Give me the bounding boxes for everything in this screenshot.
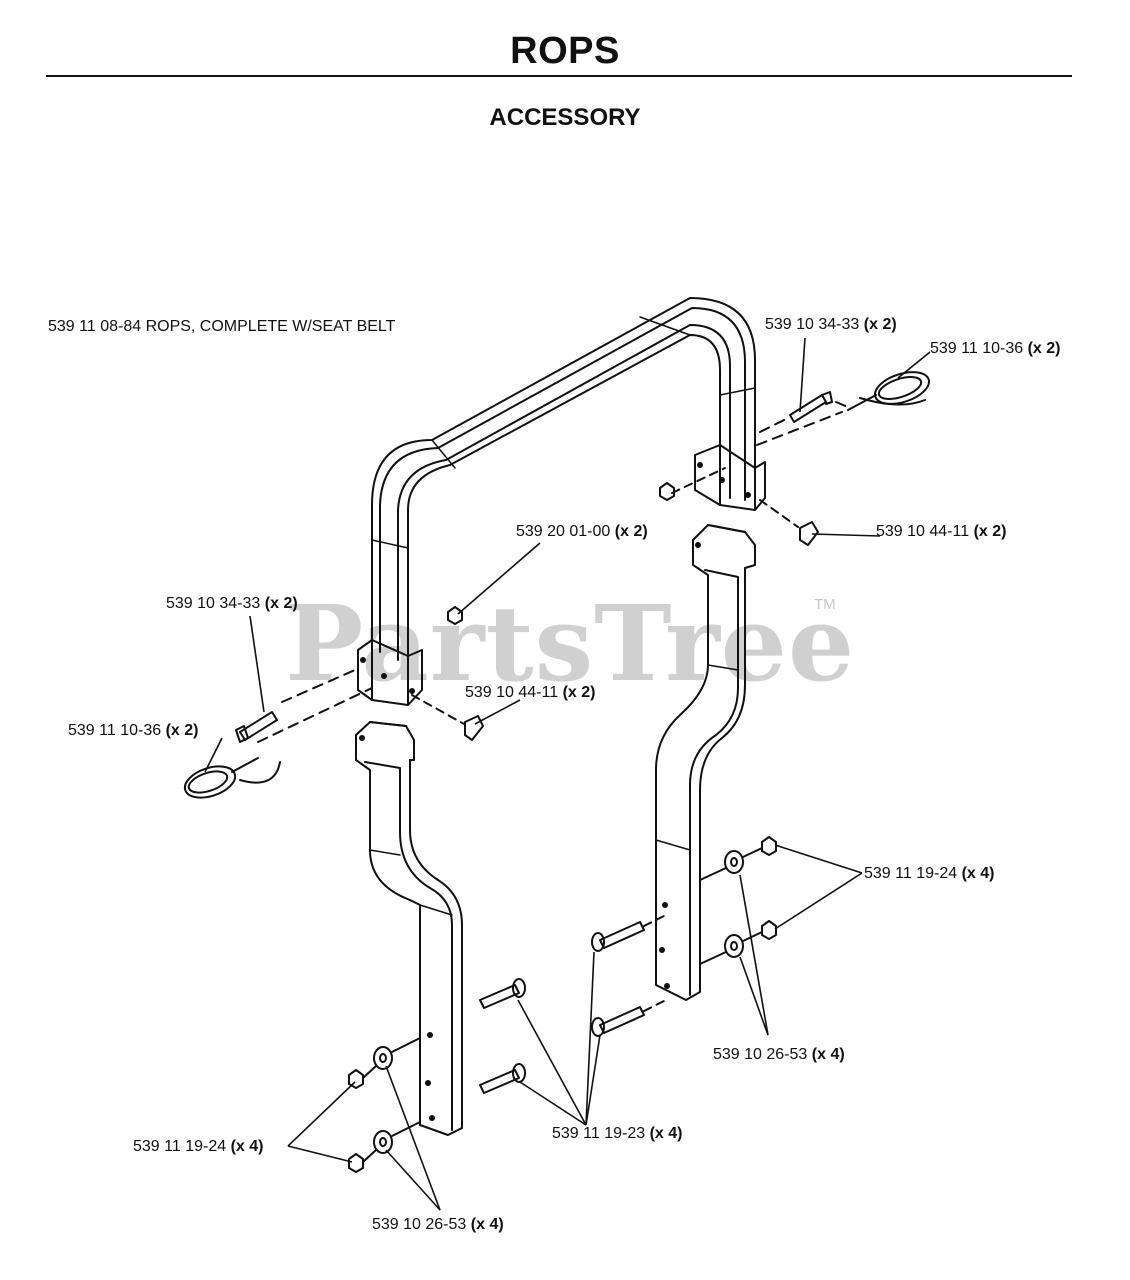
title-rule	[46, 75, 1072, 77]
right-lower-post	[655, 524, 756, 1001]
pin-right-group	[756, 391, 851, 446]
label-knob-right: 539 10 44-11 (x 2)	[876, 523, 1007, 540]
clip-left	[183, 757, 281, 799]
page-title: ROPS	[510, 30, 620, 72]
label-rops-complete: 539 11 08-84 ROPS, COMPLETE W/SEAT BELT	[48, 318, 396, 335]
nuts-knobs	[411, 467, 819, 741]
label-washer-left: 539 10 26-53 (x 4)	[372, 1216, 504, 1233]
label-nut-right: 539 11 19-24 (x 4)	[864, 865, 995, 882]
label-clip-right: 539 11 10-36 (x 2)	[930, 340, 1061, 357]
watermark-tm: TM	[814, 596, 836, 613]
upper-hoop	[357, 297, 766, 706]
left-lower-post	[355, 721, 463, 1136]
label-bolt: 539 11 19-23 (x 4)	[552, 1125, 683, 1142]
pin-left-group	[235, 669, 373, 743]
page-subtitle: ACCESSORY	[489, 104, 641, 131]
label-nut-left: 539 11 19-24 (x 4)	[133, 1138, 264, 1155]
bolts-left	[479, 978, 526, 1094]
label-pin-right: 539 10 34-33 (x 2)	[765, 316, 897, 333]
clip-right	[847, 371, 930, 411]
washers-right	[699, 836, 777, 965]
washers-left	[348, 1037, 421, 1173]
label-clip-left: 539 11 10-36 (x 2)	[68, 722, 199, 739]
label-nut-center: 539 20 01-00 (x 2)	[516, 523, 648, 540]
label-knob-left: 539 10 44-11 (x 2)	[465, 684, 596, 701]
bolts-right	[591, 913, 669, 1037]
label-washer-right: 539 10 26-53 (x 4)	[713, 1046, 845, 1063]
label-pin-left: 539 10 34-33 (x 2)	[166, 595, 298, 612]
